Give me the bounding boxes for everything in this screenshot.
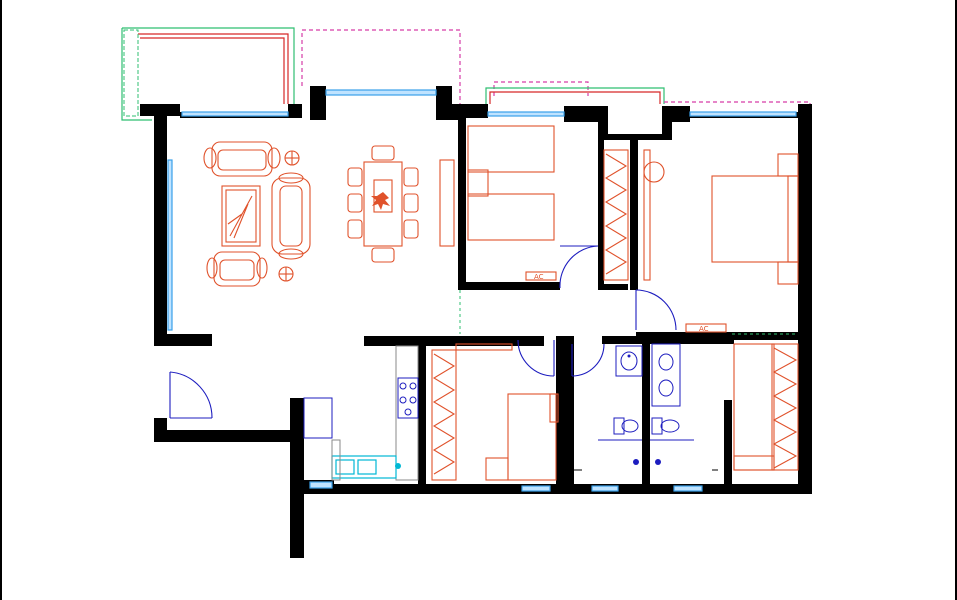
ac-label: AC bbox=[699, 325, 709, 333]
door-swing-icon bbox=[635, 289, 677, 331]
door-swing-icon bbox=[169, 371, 213, 419]
bathroom-2 bbox=[650, 343, 718, 471]
sofa-icon bbox=[206, 251, 268, 287]
window-icon bbox=[689, 111, 797, 117]
ac-label: AC bbox=[534, 273, 544, 281]
window-icon bbox=[591, 485, 619, 492]
bed-icon bbox=[467, 125, 555, 241]
sofa-icon bbox=[203, 141, 281, 177]
windows bbox=[167, 89, 797, 492]
balcony-right bbox=[485, 81, 811, 110]
exterior-walls bbox=[140, 86, 812, 558]
lamp-icon bbox=[278, 266, 294, 282]
toilet-icon bbox=[651, 417, 680, 435]
wardrobe-icon bbox=[431, 349, 457, 481]
window-icon bbox=[181, 111, 289, 117]
wardrobe-icon bbox=[771, 343, 799, 471]
living-room bbox=[203, 141, 455, 287]
bedroom-1: AC bbox=[467, 125, 629, 281]
bed-icon bbox=[485, 393, 559, 481]
door-swing-icon bbox=[571, 343, 605, 377]
kitchen bbox=[303, 345, 419, 481]
balcony-center bbox=[301, 29, 461, 106]
bed-icon bbox=[711, 153, 799, 285]
door-swing-icon bbox=[559, 245, 599, 289]
window-icon bbox=[309, 481, 333, 489]
washbasin-icon bbox=[651, 343, 681, 407]
door-swing-icon bbox=[517, 339, 555, 377]
toilet-icon bbox=[613, 417, 639, 435]
bedroom-4 bbox=[733, 343, 799, 471]
stove-icon bbox=[397, 377, 419, 419]
window-icon bbox=[167, 159, 173, 331]
bathroom-1 bbox=[574, 345, 643, 471]
window-icon bbox=[673, 485, 703, 492]
window-icon bbox=[325, 89, 437, 96]
dining-table-icon bbox=[347, 145, 419, 263]
window-icon bbox=[487, 111, 565, 117]
interior-walls bbox=[154, 118, 802, 486]
balcony-left bbox=[121, 27, 295, 121]
sofa-icon bbox=[271, 172, 311, 260]
wardrobe-icon bbox=[603, 149, 629, 281]
kitchen-sink-icon bbox=[331, 455, 401, 479]
washbasin-icon bbox=[615, 345, 643, 377]
bedroom-3 bbox=[431, 343, 559, 481]
doors bbox=[169, 245, 677, 419]
master-bedroom: AC bbox=[643, 149, 799, 333]
window-icon bbox=[521, 485, 551, 492]
lamp-icon bbox=[284, 150, 300, 166]
